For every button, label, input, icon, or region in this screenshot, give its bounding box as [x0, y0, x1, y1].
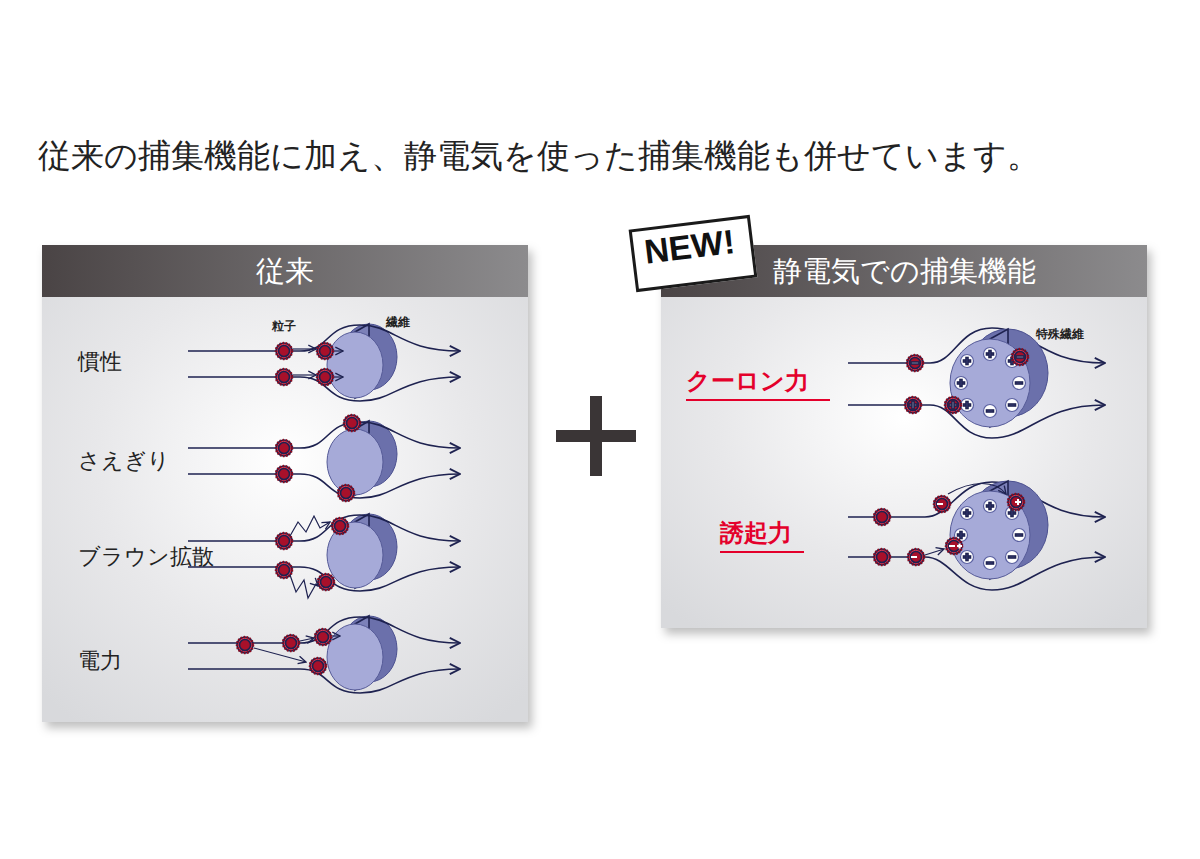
panel: 静電気での捕集機能 — [661, 245, 1147, 628]
label: 誘起力 — [720, 517, 792, 549]
label: さえぎり — [78, 446, 170, 476]
label: 繊維 — [386, 314, 410, 331]
label: 慣性 — [78, 347, 122, 377]
plus-sign — [556, 396, 636, 476]
page-title: 従来の捕集機能に加え、静電気を使った捕集機能も併せています。 — [38, 134, 1040, 179]
badge-text: NEW! — [632, 219, 747, 275]
panel-bodies — [42, 245, 1147, 722]
label-underlines — [686, 399, 830, 553]
panel-header: 従来 — [42, 245, 528, 297]
electrostatic-figures — [848, 328, 1105, 590]
label: 特殊繊維 — [1036, 326, 1084, 343]
conventional-figures — [188, 324, 460, 693]
label: 粒子 — [272, 318, 296, 335]
label: ブラウン拡散 — [78, 542, 214, 572]
label: クーロン力 — [686, 365, 809, 397]
label: 電力 — [78, 646, 122, 676]
